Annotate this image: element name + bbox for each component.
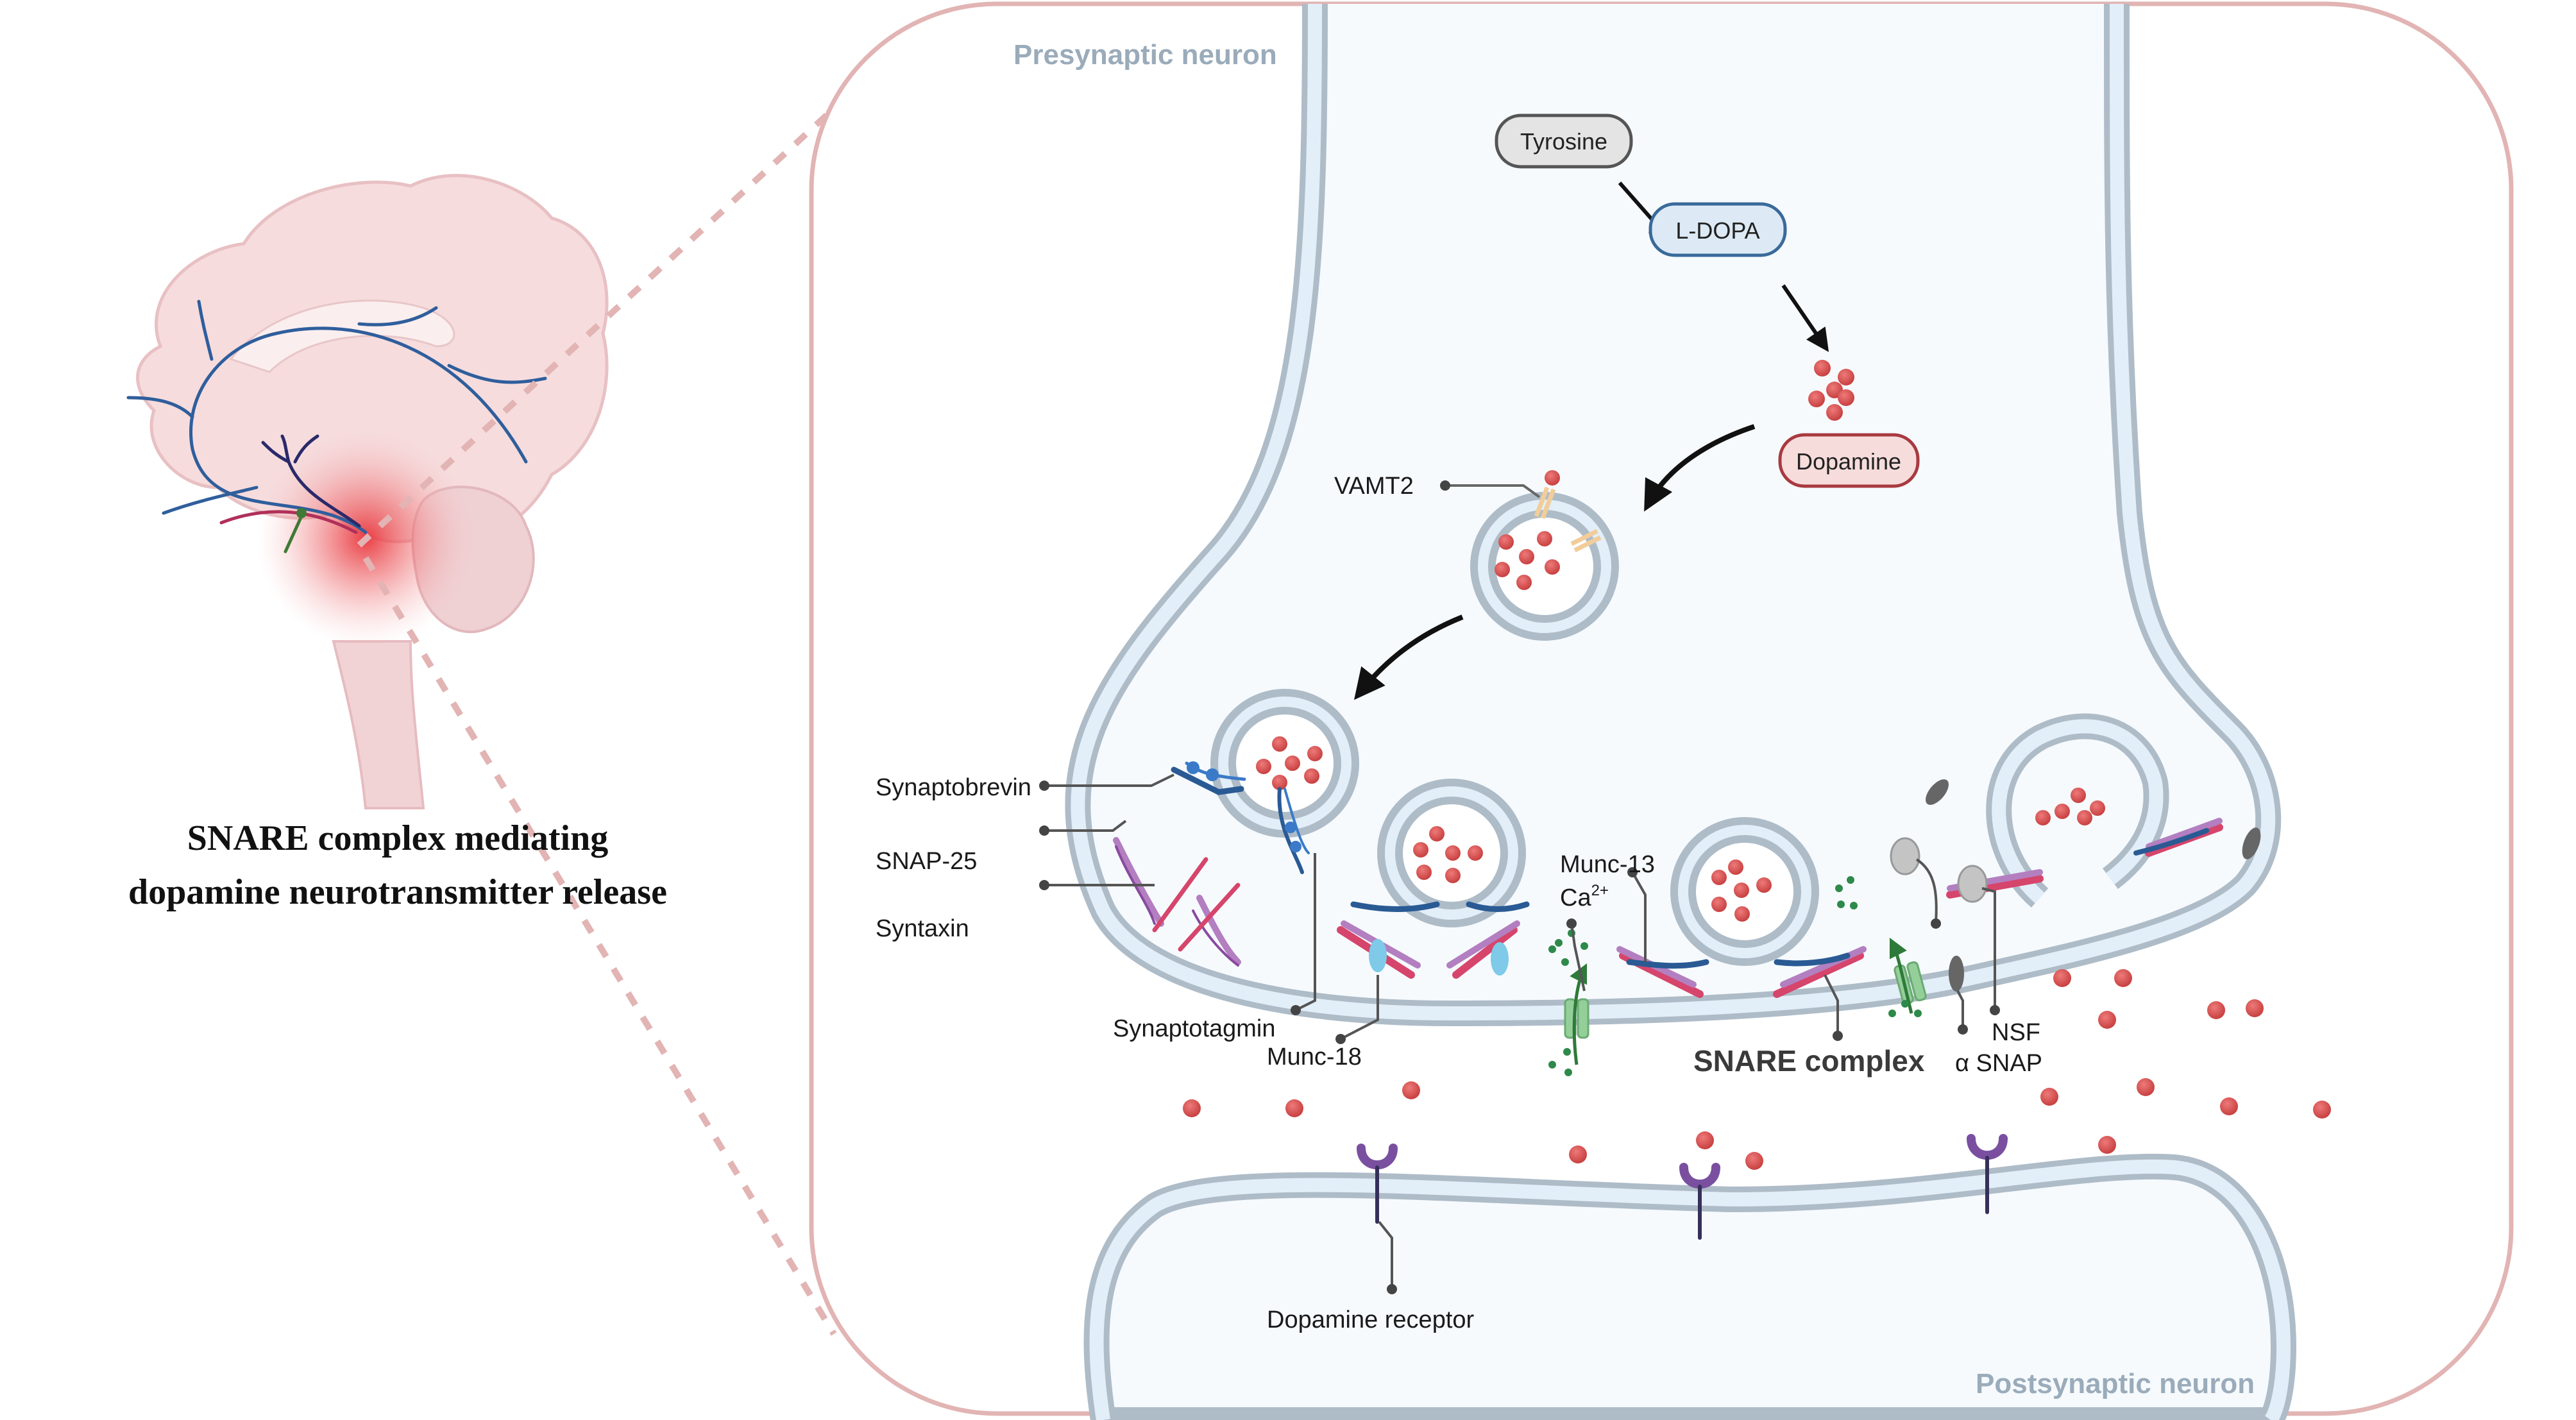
arrow-ldopa-to-dopamine [1781,284,1829,352]
dopamine-receptor-1 [1357,1144,1398,1224]
zoom-line-lower [362,556,837,1336]
calcium-charge: 2+ [1591,882,1609,899]
calcium-label: Ca2+ [1560,882,1609,911]
loading-vesicle: VAMT2 [1334,470,1619,641]
dopamine-synthesis-pathway: Tyrosine L-DOPA Dopamine [1495,114,1920,512]
mesocortical-branch-front [126,396,194,419]
synaptobrevin-label: Synaptobrevin [876,774,1031,801]
mesocortical-pathway [189,326,528,534]
munc18-protein [1369,939,1387,972]
dopamine-label: Dopamine [1796,448,1901,475]
snap25-protein [1113,837,1164,927]
tuberoinfundibular-pathway [284,514,303,554]
dopamine-receptor-3 [1967,1134,2008,1214]
vesicle-1 [1210,689,1359,838]
dopamine-cluster [1808,360,1854,421]
vamt2-label: VAMT2 [1334,473,1414,500]
mesolimbic-branch-2 [261,441,291,464]
postsynaptic-neuron: Postsynaptic neuron [1083,1153,2297,1420]
presynaptic-neuron: Presynaptic neuron [1013,3,2282,1027]
brain-cerebrum [136,174,609,543]
arrow-vesicle-to-membrane [1354,614,1464,700]
dopamine-receptor-2 [1679,1163,1720,1240]
dopamine-receptor-label: Dopamine receptor [1267,1306,1475,1333]
mesolimbic-pathway [280,434,361,528]
tyrosine-node: Tyrosine [1495,114,1633,169]
snap25-label: SNAP-25 [876,848,977,875]
snare-bundle-right [1773,952,1864,998]
nsf-hexamers [1890,837,1988,903]
synaptotagmin-label: Synaptotagmin [1113,1015,1276,1042]
vamt2-pointer [1440,480,1541,498]
figure-title: SNARE complex mediating dopamine neurotr… [77,811,718,919]
ldopa-node: L-DOPA [1648,202,1787,257]
nsf-label: NSF [1992,1019,2040,1046]
snare-complex-label: SNARE complex [1693,1044,1925,1078]
brain-illustration [126,174,609,809]
synaptobrevin-protein [1171,766,1244,795]
mesolimbic-branch [293,434,319,464]
vesicle-2 [1377,779,1526,927]
postsynaptic-label: Postsynaptic neuron [1976,1368,2255,1399]
mesocortical-branch-low [162,486,258,515]
vamt2-transporter [1534,486,1602,553]
alpha-snap-label: α SNAP [1955,1050,2042,1077]
dopamine-pathways [126,300,547,554]
arrow-dopamine-to-vesicle [1644,424,1756,512]
dopamine-node: Dopamine [1778,433,1920,488]
brainstem [332,640,425,809]
vesicle-3 [1670,817,1819,966]
figure-title-line-2: dopamine neurotransmitter release [128,872,667,912]
snare-proteins [1113,761,2223,998]
released-dopamine [1183,969,2331,1170]
dopamine-receptors [1357,1134,2008,1240]
mesocortical-branch-right [357,306,438,326]
zoom-line-upper [357,100,843,548]
alpha-snap-proteins [1926,779,2261,992]
fused-vesicle [1986,713,2169,908]
nsf-hexamer-1 [1890,837,1920,875]
munc18-label: Munc-18 [1267,1044,1362,1070]
munc13-label: Munc-13 [1560,851,1655,878]
nigrostriatal-pathway [219,510,358,534]
mesocortical-branch-mid [447,364,547,384]
nsf-hexamer-2 [1957,865,1988,903]
corpus-callosum [229,300,455,373]
syntaxin-label: Syntaxin [876,915,969,942]
ldopa-label: L-DOPA [1675,217,1759,244]
presynaptic-membrane-inner [1071,3,2276,1021]
synaptotagmin-protein [1277,787,1304,874]
tuberoinfundibular-node [296,508,307,518]
figure-title-line-1: SNARE complex mediating [187,818,609,858]
postsynaptic-membrane-inner [1089,1159,2291,1420]
label-pointers [1039,773,2000,1294]
tyrosine-label: Tyrosine [1520,128,1607,155]
syntaxin-protein [1152,857,1208,933]
mesocortical-branch-top [197,300,214,361]
presynaptic-label: Presynaptic neuron [1013,39,1277,71]
calcium-symbol: Ca [1560,884,1591,911]
